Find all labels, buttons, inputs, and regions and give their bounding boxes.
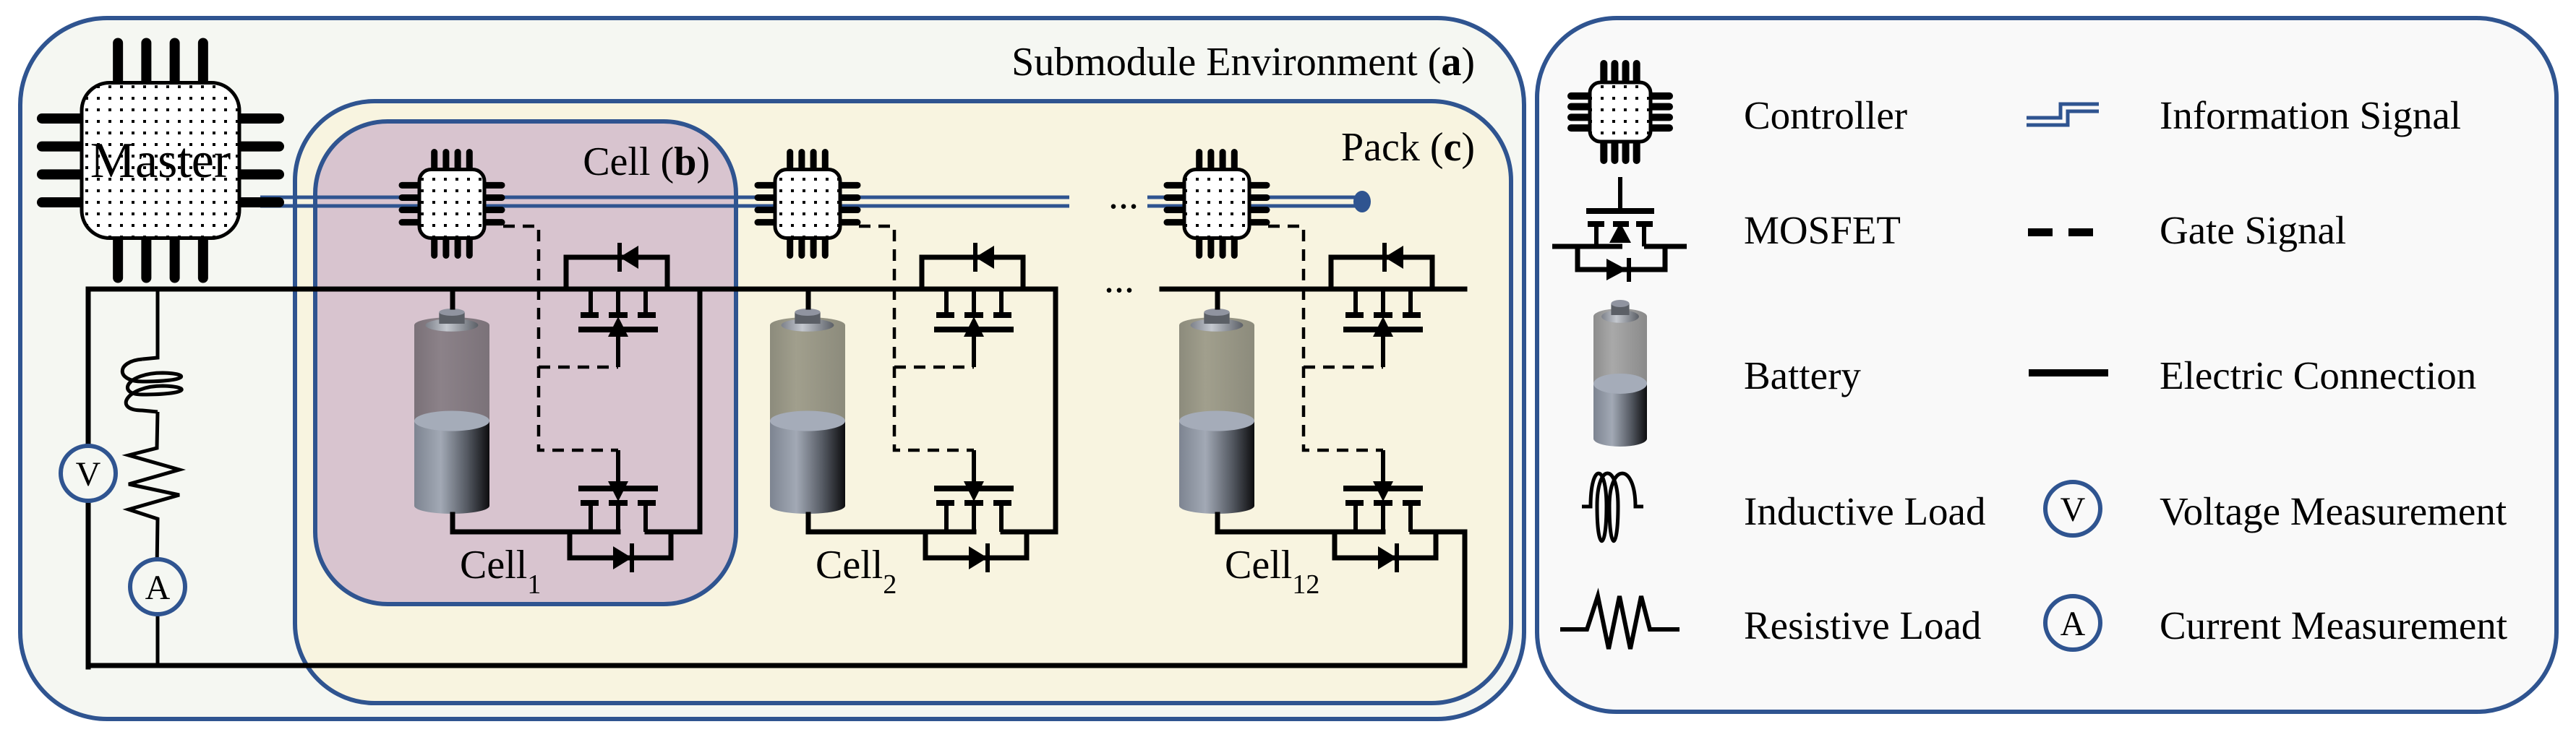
voltmeter-circle — [59, 444, 118, 503]
legend-label-inductive-load: Inductive Load — [1744, 489, 1985, 533]
cell-controller — [1163, 149, 1270, 259]
cell-controller — [398, 149, 505, 259]
master-chip — [37, 38, 284, 283]
gate-signal — [1268, 224, 1383, 452]
legend-label-battery: Battery — [1744, 353, 1861, 397]
legend-label-voltage-measurement: Voltage Measurement — [2160, 489, 2507, 533]
battery — [1179, 309, 1254, 514]
gate-signal — [503, 224, 618, 452]
cell-label: Cell12 — [1225, 543, 1319, 600]
pack-title: Pack (c) — [1341, 125, 1475, 170]
mosfet-lower — [1332, 450, 1439, 572]
chip-body — [80, 81, 241, 240]
chip-body — [417, 168, 487, 240]
cell-label: Cell2 — [816, 543, 897, 600]
battery-charge — [770, 421, 845, 506]
resistor-icon — [1560, 587, 1679, 650]
load-wire — [142, 289, 160, 361]
legend-label-controller: Controller — [1744, 93, 1907, 137]
ammeter: A — [128, 557, 187, 616]
battery — [770, 309, 845, 514]
mosfet-upper — [563, 243, 670, 367]
legend-label-information-signal: Information Signal — [2160, 93, 2461, 137]
battery — [414, 309, 489, 514]
mosfet-lower — [923, 450, 1030, 572]
main-circuit: V A — [59, 286, 1468, 670]
legend-frame — [1535, 16, 2559, 714]
legend-label-electric-connection: Electric Connection — [2160, 353, 2476, 397]
information-signal-icon — [2027, 102, 2099, 127]
bus-terminator — [1353, 191, 1371, 212]
cell-unit: Cell1 — [398, 149, 703, 600]
cell-unit: Cell2 — [754, 149, 1058, 600]
bottom-rail — [85, 529, 1468, 668]
mosfet-upper — [1328, 243, 1435, 367]
master-controller: Master — [37, 38, 284, 283]
rail-ellipsis: ... — [1104, 257, 1134, 301]
inductor-icon — [120, 357, 184, 414]
cell-title: Cell (b) — [583, 139, 710, 184]
resistor-icon — [121, 411, 187, 572]
cell-controller — [754, 149, 861, 259]
chip-body — [773, 168, 842, 240]
submodule-title: Submodule Environment (a) — [1011, 40, 1475, 85]
cell-list: Cell1 Cell2 Cell12 — [398, 149, 1468, 600]
chip-body — [1182, 168, 1251, 240]
voltmeter: V — [59, 444, 118, 503]
master-label: Master — [90, 133, 231, 189]
legend-voltmeter-symbol: V — [2061, 491, 2086, 529]
voltmeter-symbol: V — [76, 455, 101, 494]
gate-signal-icon — [2028, 228, 2093, 236]
cell-label: Cell1 — [460, 543, 541, 600]
ammeter-icon: A — [2043, 594, 2102, 652]
bus-ellipsis: ... — [1108, 173, 1139, 218]
legend-label-gate-signal: Gate Signal — [2160, 208, 2346, 252]
legend-ammeter-symbol: A — [2061, 605, 2086, 643]
ammeter-symbol: A — [145, 569, 171, 607]
battery-charge — [1179, 421, 1254, 506]
legend: Controller MOSFET Battery Inductive Load… — [1535, 16, 2559, 714]
battery-icon — [1593, 300, 1647, 447]
controller-icon — [1567, 60, 1673, 164]
ammeter-circle — [128, 557, 187, 616]
top-rail-left — [85, 286, 1058, 670]
legend-label-current-measurement: Current Measurement — [2160, 603, 2507, 647]
mosfet-lower — [567, 450, 674, 572]
battery-charge — [414, 421, 489, 506]
legend-icons — [1552, 60, 1687, 650]
cell-unit: Cell12 — [1163, 149, 1468, 600]
mosfet-icon — [1552, 177, 1687, 282]
inductor-icon — [1582, 471, 1643, 543]
legend-label-mosfet: MOSFET — [1744, 208, 1901, 252]
voltmeter-icon: V — [2043, 480, 2102, 538]
gate-signal — [859, 224, 974, 452]
mosfet-upper — [919, 243, 1026, 367]
legend-label-resistive-load: Resistive Load — [1744, 603, 1981, 647]
chip-body — [1588, 80, 1653, 144]
